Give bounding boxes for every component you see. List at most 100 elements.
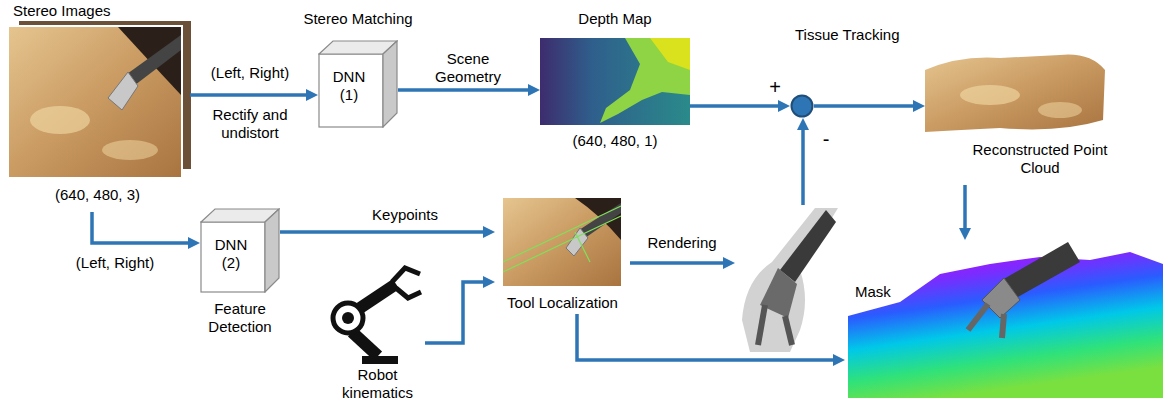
edge-label: Rendering [637,234,727,252]
keypoint-line [575,232,590,262]
image-node: Tool Localization [495,198,630,314]
keypoint-line [503,206,621,262]
image-node [845,240,1165,400]
node-label: Mask [855,283,905,301]
image-node: Stereo Images (640, 480, 3) [5,2,190,212]
node-label: (640, 480, 3) [5,186,190,204]
tissue-blob [960,85,1020,105]
tool-jaw [968,304,988,330]
dnn-block: Stereo MatchingDNN (1) [318,40,398,128]
arrowhead [306,89,318,101]
depth-near-region [600,38,690,123]
mask-halo [742,208,838,352]
tissue-blob [102,140,158,160]
keypoint-line [503,216,621,272]
connector-line [577,314,834,360]
connector-arrow [797,118,809,205]
robot-link [360,284,396,308]
depth-nearest-region [650,38,690,70]
node-label: Tissue Tracking [795,26,925,44]
connector-line [280,230,484,234]
arrowhead [188,237,200,249]
edge-label: (Left, Right) [195,64,305,82]
node-label: Stereo Matching [288,10,428,28]
robot-link [352,332,378,356]
node-label: Depth Map [540,10,690,28]
annotation-label: + [765,76,785,98]
image-node: Depth Map(640, 480, 1) [540,38,690,125]
arrowhead [913,100,925,112]
connector-arrow [280,226,495,238]
depth-map [540,38,690,125]
sum-node: Tissue Tracking [790,94,814,118]
connector-line [190,93,307,97]
cube-front [201,222,265,292]
annotation-label: - [816,128,836,150]
arrowhead [778,100,790,112]
connector-line [92,212,189,243]
image-node: Reconstructed Point Cloud [925,55,1125,185]
connector-arrow [577,314,845,366]
connector-arrow [92,212,200,249]
connector-line [690,104,779,108]
connector-arrow [425,276,495,343]
connector-arrow [690,100,790,112]
arrowhead [833,354,845,366]
mask-tool-jaw [785,316,792,345]
mask-tool-jaw [758,305,765,345]
connector-arrow [190,89,318,101]
sum-circle-fill [792,96,813,117]
dnn-block: DNN (2)Feature Detection [200,208,280,293]
connector-line [963,185,967,229]
robot-gripper [392,268,420,282]
annotation-label: Rectify and undistort [198,106,302,142]
node-label: DNN (1) [324,68,374,104]
node-label: Stereo Images [13,2,183,20]
connector-line [801,129,805,205]
node-label: Feature Detection [195,300,285,336]
arrowhead [483,276,495,288]
robot-base [362,356,398,364]
connector-line [425,282,484,343]
arrowhead [528,84,540,96]
tool-localization-image [503,198,621,286]
tissue-blob [1038,102,1082,118]
stereo-image-front [8,26,182,178]
tool-shaft [1002,242,1080,298]
image-node: Robot kinematics [330,268,425,402]
edge-label: Keypoints [355,206,455,224]
image-node: Mask [735,205,840,355]
cube-side [265,209,279,292]
cube-front [319,54,383,127]
robot-joint [333,303,363,333]
connector-line [630,261,724,265]
connector-arrow [814,100,925,112]
connector-arrow [630,257,735,269]
connector-line [398,88,529,92]
sum-circle [790,94,814,118]
arrowhead [959,228,971,240]
robot-gripper [396,288,421,298]
arrowhead [483,226,495,238]
node-label: DNN (2) [206,236,256,272]
node-label: Reconstructed Point Cloud [955,141,1125,177]
edge-label: (Left, Right) [60,254,170,272]
connector-arrow [959,185,971,240]
arrowhead [723,257,735,269]
tool-gripper [108,72,138,110]
robot-joint-center [342,312,354,324]
connector-line [814,104,914,108]
node-label: (640, 480, 1) [540,132,690,150]
tissue-blob [30,106,90,134]
arrowhead [797,118,809,130]
point-cloud-surface [848,252,1163,398]
node-label: Tool Localization [495,294,630,312]
tool-jaw [1002,314,1004,338]
point-cloud-tissue [925,55,1105,132]
tool-body [982,278,1020,318]
mask-tool-shaft [780,210,836,282]
tool-shaft [127,35,181,85]
